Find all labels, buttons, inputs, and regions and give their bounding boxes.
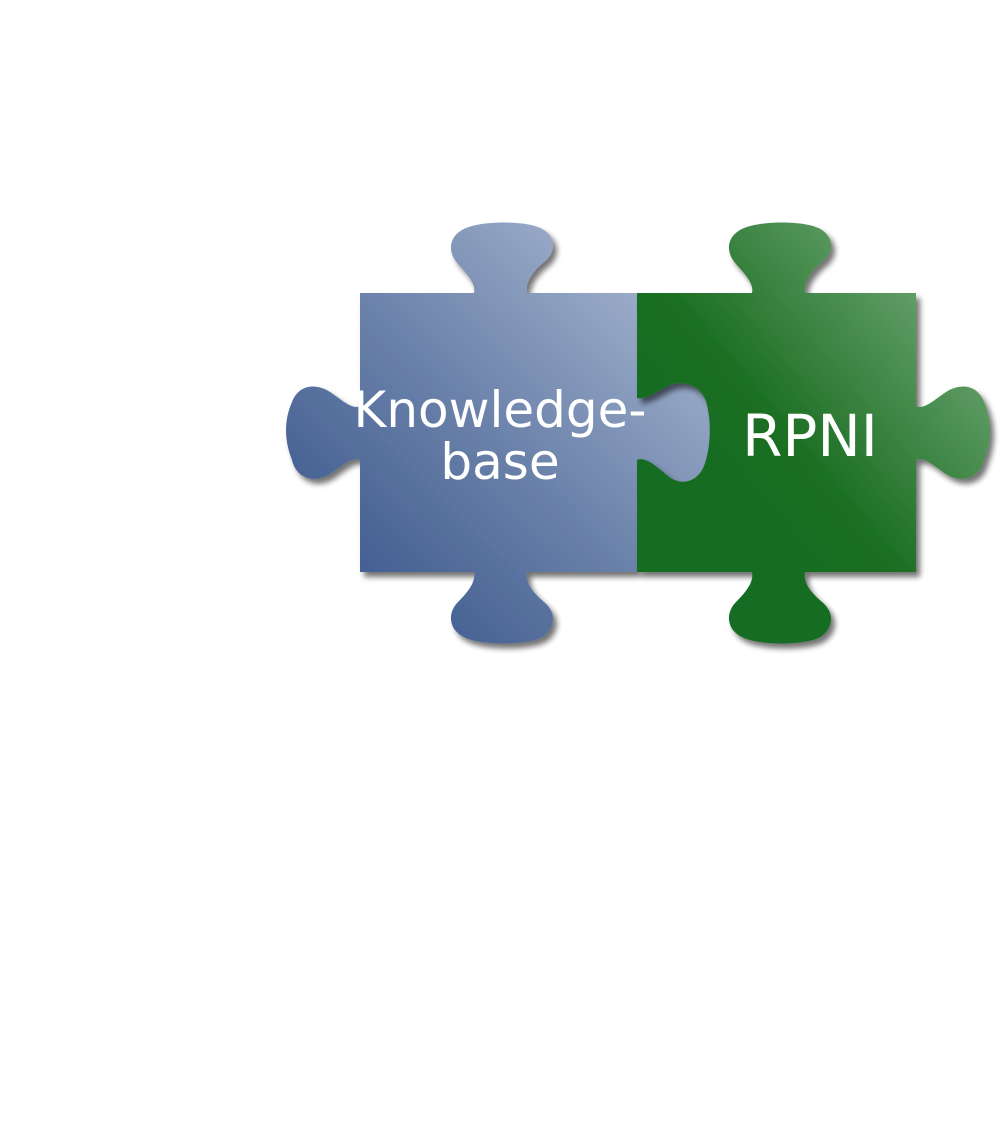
knowledge-base-label-line-1: Knowledge- — [354, 381, 647, 439]
rpni-label: RPNI — [742, 402, 878, 470]
puzzle-piece-knowledge-base-shape — [286, 222, 710, 644]
knowledge-base-label-line-2: base — [440, 433, 559, 491]
puzzle-piece-knowledge-base: Knowledge- base — [286, 222, 710, 644]
puzzle-piece-rpni-shape — [637, 222, 990, 644]
puzzle-piece-rpni: RPNI — [637, 222, 990, 644]
